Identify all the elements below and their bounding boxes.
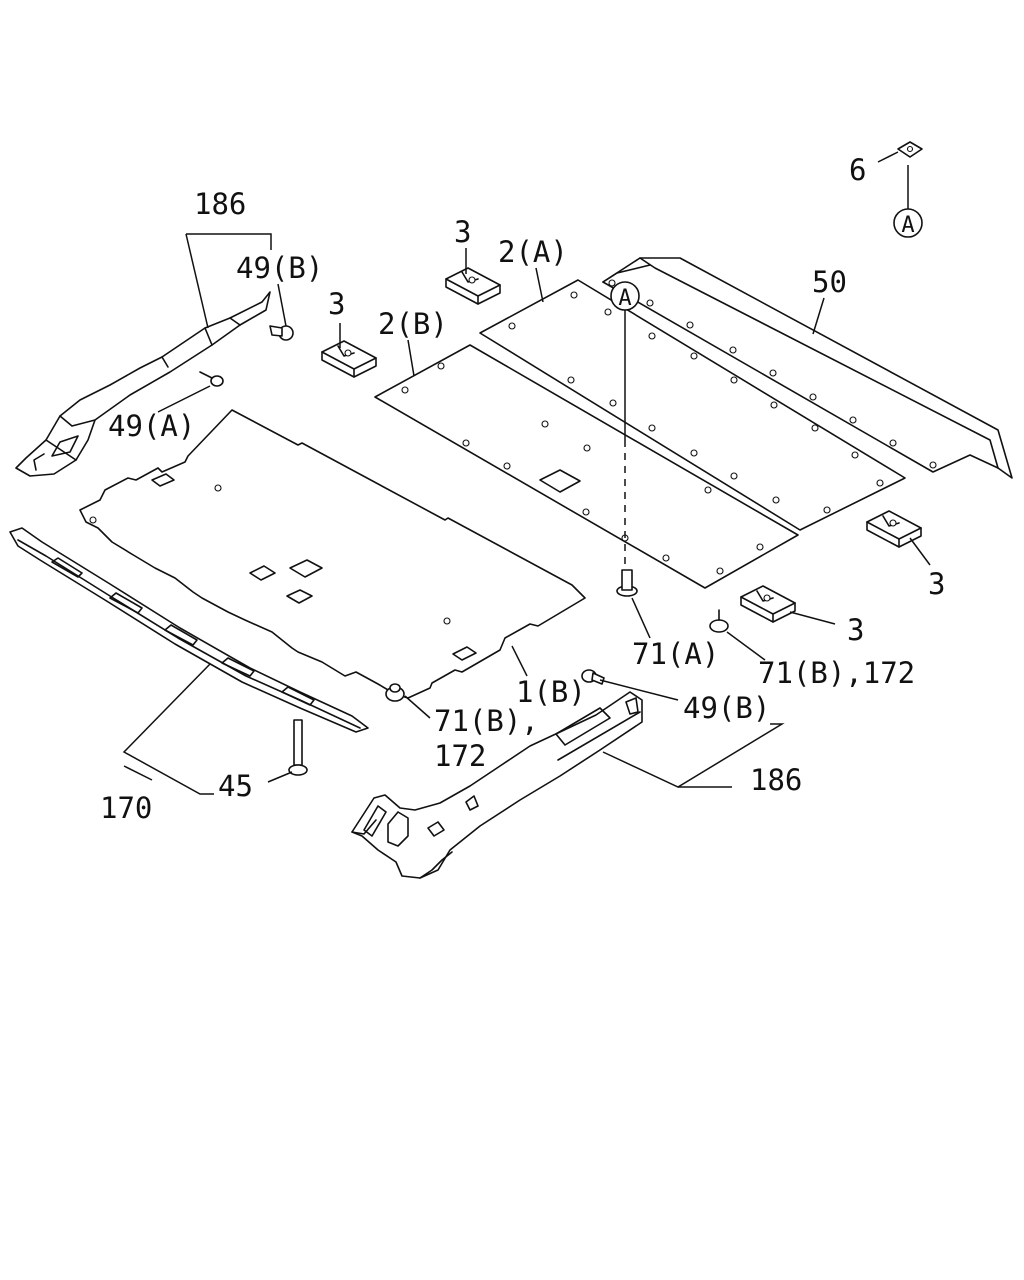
label-2b: 2(B) <box>378 307 448 341</box>
label-3-b: 3 <box>328 287 345 321</box>
part-6-plate <box>897 141 923 158</box>
label-71b-left: 71(B), <box>434 704 539 738</box>
label-1b: 1(B) <box>516 675 586 709</box>
part-50-rear-trim <box>602 257 1013 479</box>
label-170: 170 <box>100 791 152 825</box>
clip-3-d <box>740 585 796 623</box>
clip-3-c <box>866 510 922 548</box>
label-186-bottom: 186 <box>750 763 802 797</box>
label-45: 45 <box>218 769 253 803</box>
part-2a-panel <box>479 279 906 531</box>
label-49b-top: 49(B) <box>236 251 323 285</box>
label-49a: 49(A) <box>108 409 195 443</box>
ref-a-mid-letter: A <box>618 286 631 311</box>
ref-a-top-callout: A <box>893 165 923 238</box>
label-3-c: 3 <box>928 567 945 601</box>
screw-49b-bottom <box>581 669 605 685</box>
label-71b-172-right: 71(B),172 <box>758 656 915 690</box>
ref-a-top-letter: A <box>901 213 914 238</box>
label-172-left: 172 <box>434 739 486 773</box>
part-186-upper-pillar-trim <box>15 291 271 477</box>
label-50: 50 <box>812 265 847 299</box>
bolt-45 <box>288 719 308 776</box>
clip-3-b <box>321 340 377 378</box>
label-186-top: 186 <box>194 187 246 221</box>
screw-49b-top <box>269 325 294 341</box>
label-3-d: 3 <box>847 613 864 647</box>
part-170-front-rail <box>9 527 369 733</box>
label-2a: 2(A) <box>498 235 568 269</box>
nut-71b-left <box>385 683 405 702</box>
part-2b-panel <box>374 344 799 589</box>
label-71a: 71(A) <box>632 637 719 671</box>
part-186-lower-side-trim <box>351 691 643 879</box>
nut-71b-right <box>709 609 729 633</box>
screw-49a <box>199 371 224 387</box>
part-labels: 6 186 49(B) 3 2(A) 50 3 2(B) 49(A) 3 3 7… <box>100 153 945 825</box>
ref-a-mid-callout: A <box>610 281 640 568</box>
leader-lines <box>122 151 931 795</box>
label-6: 6 <box>849 153 866 187</box>
label-49b-bottom: 49(B) <box>683 691 770 725</box>
label-3-a: 3 <box>454 215 471 249</box>
part-1b-headliner <box>79 409 586 699</box>
clip-3-a <box>445 267 501 305</box>
bolt-71a <box>616 569 638 597</box>
